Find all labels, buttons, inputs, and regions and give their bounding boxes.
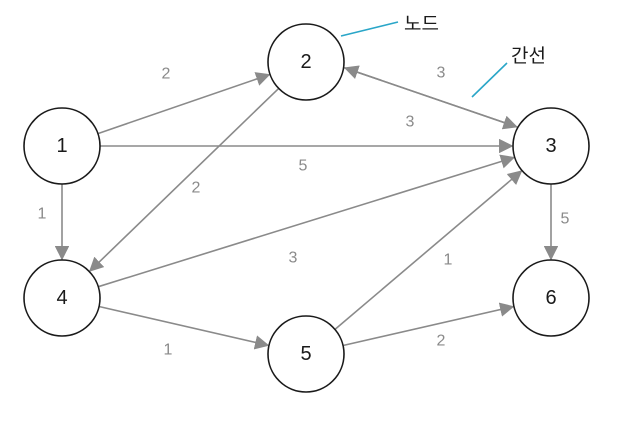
edge-4-to-3	[98, 154, 516, 288]
node-circle-6	[512, 259, 590, 337]
edge-5-to-3	[334, 170, 523, 331]
edge-weights-layer: 2 5 1 3 3 2 3 1 1 2 5	[38, 65, 570, 359]
edge-callout-line	[471, 62, 508, 98]
node-label-2: 2	[300, 51, 311, 73]
node-4: 4	[23, 259, 101, 337]
node-circle-2	[267, 23, 345, 101]
edge-4-to-5	[98, 305, 270, 350]
nodes-layer: 1 2 3 4 5 6	[23, 23, 590, 393]
edge-weight-5-to-6: 2	[437, 333, 446, 350]
edge-callout-label: 간선	[511, 45, 546, 67]
node-callout: 노드	[340, 13, 439, 37]
node-label-6: 6	[545, 287, 556, 309]
node-label-5: 5	[300, 343, 311, 365]
edge-weight-5-to-3: 1	[444, 252, 453, 269]
edge-1-to-2	[97, 72, 271, 135]
edge-weight-3-to-2: 3	[406, 114, 415, 131]
node-3: 3	[512, 107, 590, 185]
edge-5-to-6	[342, 302, 515, 347]
edge-callout: 간선	[471, 45, 546, 98]
node-circle-4	[23, 259, 101, 337]
node-6: 6	[512, 259, 590, 337]
edge-2-to-4	[88, 87, 280, 272]
node-label-1: 1	[56, 135, 67, 157]
node-1: 1	[23, 107, 101, 185]
node-2: 2	[267, 23, 345, 101]
edge-weight-1-to-2: 2	[162, 66, 171, 83]
edge-weight-1-to-3: 5	[299, 158, 308, 175]
node-label-4: 4	[56, 287, 67, 309]
edges-layer	[54, 65, 559, 350]
node-callout-label: 노드	[404, 13, 439, 35]
edge-3-to-2	[343, 65, 518, 128]
edge-weight-3-to-6: 5	[561, 211, 570, 228]
node-label-3: 3	[545, 135, 556, 157]
edge-weight-2-to-4: 2	[192, 180, 201, 197]
edge-weight-4-to-3: 3	[289, 250, 298, 267]
node-circle-1	[23, 107, 101, 185]
edge-weight-1-to-4: 1	[38, 206, 47, 223]
node-callout-line	[340, 21, 399, 37]
edge-weight-4-to-5: 1	[164, 342, 173, 359]
node-circle-5	[267, 315, 345, 393]
node-circle-3	[512, 107, 590, 185]
edge-weight-2-to-3: 3	[437, 65, 446, 82]
node-5: 5	[267, 315, 345, 393]
